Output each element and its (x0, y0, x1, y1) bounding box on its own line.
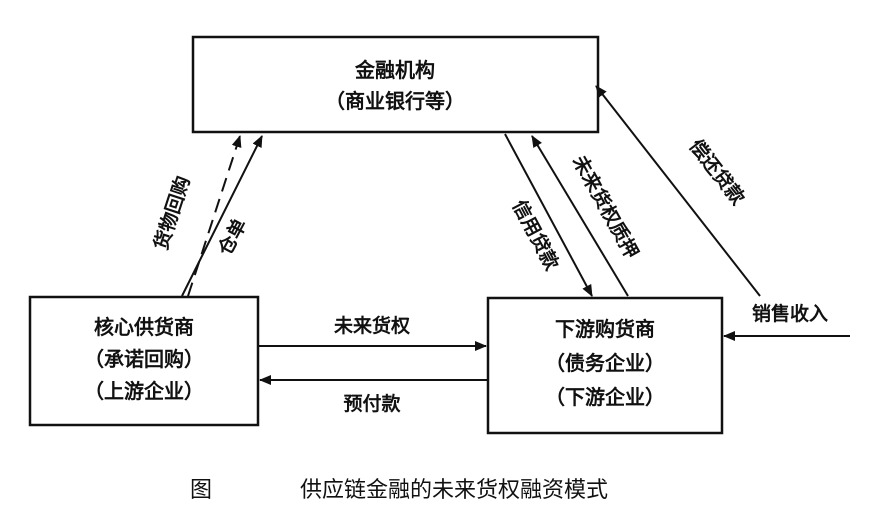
edge-label: 信用贷款 (508, 196, 564, 275)
edge-warehouse-receipt: 仓单 (181, 135, 263, 297)
node-subtitle: （上游企业） (84, 379, 204, 403)
arrow (531, 135, 629, 297)
edge-sales-income: 销售收入 (723, 302, 850, 341)
edge-prepayment: 预付款 (259, 375, 488, 415)
edge-future-goods-rights: 未来货权 (258, 314, 487, 351)
node-subtitle: （下游企业） (545, 385, 665, 409)
caption-label: 图 (190, 478, 212, 503)
figure-caption: 图 供应链金融的未来货权融资模式 (190, 478, 608, 503)
node-box (191, 35, 600, 134)
node-title: 金融机构 (354, 58, 435, 82)
node-box (28, 295, 260, 427)
edge-label: 未来货权 (333, 314, 410, 337)
node-subtitle: （承诺回购） (84, 347, 204, 371)
arrow-dashed (187, 135, 242, 297)
node-subtitle: （债务企业） (545, 351, 665, 375)
edge-repay-loan: 偿还贷款 (595, 85, 761, 297)
node-core-supplier: 核心供货商 （承诺回购） （上游企业） (28, 295, 260, 427)
node-subtitle: （商业银行等） (325, 89, 465, 113)
node-title: 核心供货商 (94, 315, 194, 339)
edge-label: 货物回购 (149, 173, 194, 252)
caption-title: 供应链金融的未来货权融资模式 (300, 478, 608, 503)
node-box (486, 296, 724, 435)
arrow (181, 135, 263, 297)
node-financial-institution: 金融机构 （商业银行等） (191, 35, 600, 134)
node-downstream-buyer: 下游购货商 （债务企业） （下游企业） (486, 296, 724, 435)
arrow (595, 85, 761, 297)
edge-label: 预付款 (343, 392, 401, 415)
edge-label: 未来货权质押 (568, 151, 644, 263)
edge-label: 销售收入 (752, 302, 828, 325)
node-title: 下游购货商 (555, 317, 655, 341)
edge-label: 偿还贷款 (685, 135, 751, 210)
arrow (504, 133, 593, 297)
